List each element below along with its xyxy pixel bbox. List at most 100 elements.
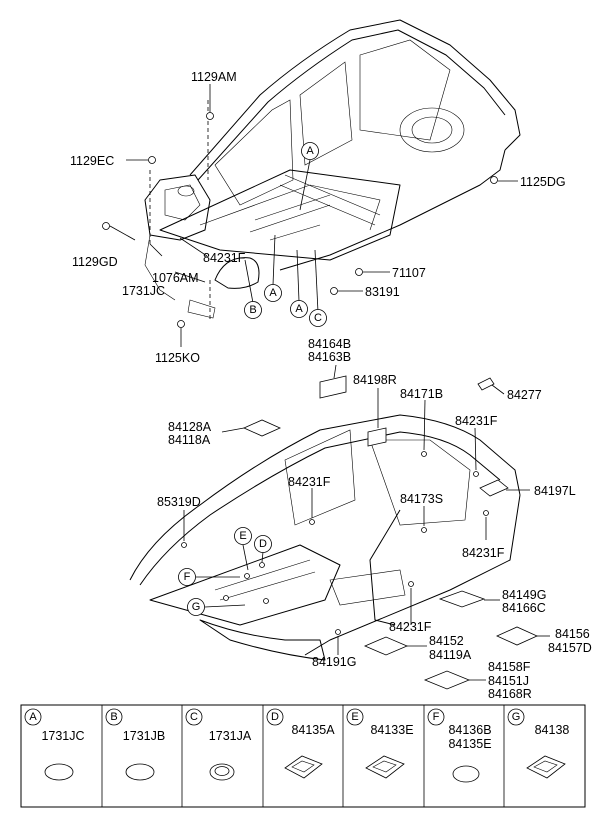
legend-part-F-2: 84135E — [448, 737, 491, 751]
marker-A-upper — [301, 142, 319, 160]
part-label-1076AM: 1076AM — [152, 271, 199, 285]
part-label-84166C: 84166C — [502, 601, 546, 615]
bolt-icon — [177, 320, 185, 328]
pad-84149G — [438, 590, 486, 608]
svg-text:E: E — [351, 711, 358, 723]
bolt-icon — [490, 176, 498, 184]
part-label-84231F-a: 84231F — [455, 414, 498, 428]
legend-part-B: 1731JB — [123, 729, 165, 743]
part-label-84171B: 84171B — [400, 387, 443, 401]
upper-body-shell — [144, 19, 521, 320]
svg-text:F: F — [433, 711, 440, 723]
legend: A 1731JC B 1731JB C 1731JA D 84135A — [20, 704, 586, 808]
part-label-84231F-d: 84231F — [389, 620, 432, 634]
part-label-84231F-c: 84231F — [462, 546, 505, 560]
part-label-84149G: 84149G — [502, 588, 546, 602]
legend-part-G: 84138 — [535, 723, 570, 737]
part-label-1129EC: 1129EC — [70, 154, 114, 168]
legend-cell-C: C 1731JA — [185, 708, 252, 781]
part-label-84157D: 84157D — [548, 641, 592, 655]
part-label-84277: 84277 — [507, 388, 542, 402]
plug-icon — [355, 268, 363, 276]
clip-84277 — [477, 377, 495, 391]
marker-D-lower — [254, 535, 272, 553]
part-label-83191: 83191 — [365, 285, 400, 299]
plug-icon — [330, 287, 338, 295]
legend-cell-A: A 1731JC — [24, 708, 85, 781]
plug-icon — [44, 763, 74, 781]
square-plug-icon — [365, 755, 405, 779]
part-label-84231F-upper: 84231F — [203, 251, 246, 265]
part-label-84119A: 84119A — [429, 648, 472, 662]
bolt-icon — [206, 112, 214, 120]
pad-84198R — [367, 427, 387, 447]
pad-84128A — [243, 419, 281, 437]
legend-part-F-1: 84136B — [448, 723, 491, 737]
part-label-84128A: 84128A — [168, 420, 212, 434]
marker-A-upper-3 — [290, 300, 308, 318]
svg-text:C: C — [190, 711, 198, 723]
lower-markers: E D F G — [178, 527, 272, 616]
part-label-84197L: 84197L — [534, 484, 576, 498]
marker-F-lower — [178, 568, 196, 586]
upper-fasteners — [102, 112, 498, 328]
legend-part-A: 1731JC — [41, 729, 84, 743]
marker-C-upper — [309, 309, 327, 327]
pad-84156 — [496, 626, 538, 646]
part-label-1129GD: 1129GD — [72, 255, 118, 269]
part-label-84168R: 84168R — [488, 687, 532, 701]
plug-icon — [452, 765, 480, 783]
pad-84197L — [479, 479, 509, 497]
legend-cell-G: G 84138 — [507, 708, 570, 779]
pads — [243, 375, 538, 690]
lower-leaders — [183, 364, 550, 681]
legend-cell-F: F 84136B 84135E — [427, 708, 492, 783]
legend-part-C: 1731JA — [209, 729, 252, 743]
pad-84158F — [423, 670, 471, 690]
lower-body-shell — [129, 414, 521, 661]
part-label-84152: 84152 — [429, 634, 464, 648]
marker-B-upper — [244, 301, 262, 319]
svg-text:G: G — [192, 601, 201, 613]
pad-84152 — [363, 636, 409, 656]
svg-text:A: A — [269, 287, 277, 299]
svg-text:F: F — [184, 571, 191, 583]
bolt-icon — [148, 156, 156, 164]
legend-cell-B: B 1731JB — [105, 708, 165, 781]
part-label-84151J: 84151J — [488, 674, 529, 688]
upper-markers: A A B A C — [244, 142, 327, 327]
part-label-84156: 84156 — [555, 627, 590, 641]
square-plug-icon — [526, 755, 566, 779]
svg-text:D: D — [259, 538, 267, 550]
hole-dots — [181, 451, 489, 635]
legend-part-E: 84133E — [370, 723, 413, 737]
svg-text:E: E — [239, 530, 246, 542]
svg-text:A: A — [306, 145, 314, 157]
part-label-84158F: 84158F — [488, 660, 531, 674]
svg-text:G: G — [512, 711, 521, 723]
part-label-71107: 71107 — [392, 266, 426, 280]
part-label-1731JC: 1731JC — [122, 284, 165, 298]
marker-E-lower — [234, 527, 252, 545]
svg-text:A: A — [29, 711, 37, 723]
part-label-1129AM: 1129AM — [191, 70, 237, 84]
part-label-84164B: 84164B — [308, 337, 351, 351]
part-label-84173S: 84173S — [400, 492, 443, 506]
svg-text:A: A — [295, 303, 303, 315]
legend-part-D: 84135A — [291, 723, 335, 737]
svg-text:D: D — [271, 711, 279, 723]
svg-text:C: C — [314, 312, 322, 324]
legend-cell-D: D 84135A — [266, 708, 335, 779]
part-label-84163B: 84163B — [308, 350, 351, 364]
part-label-1125DG: 1125DG — [520, 175, 566, 189]
bolt-icon — [102, 222, 110, 230]
svg-text:B: B — [249, 304, 256, 316]
marker-A-upper-2 — [264, 284, 282, 302]
part-label-84198R: 84198R — [353, 373, 397, 387]
svg-text:B: B — [110, 711, 117, 723]
legend-cell-E: E 84133E — [346, 708, 414, 779]
part-label-84191G: 84191G — [312, 655, 356, 669]
upper-leaders — [109, 84, 518, 347]
plug-icon — [125, 763, 155, 781]
